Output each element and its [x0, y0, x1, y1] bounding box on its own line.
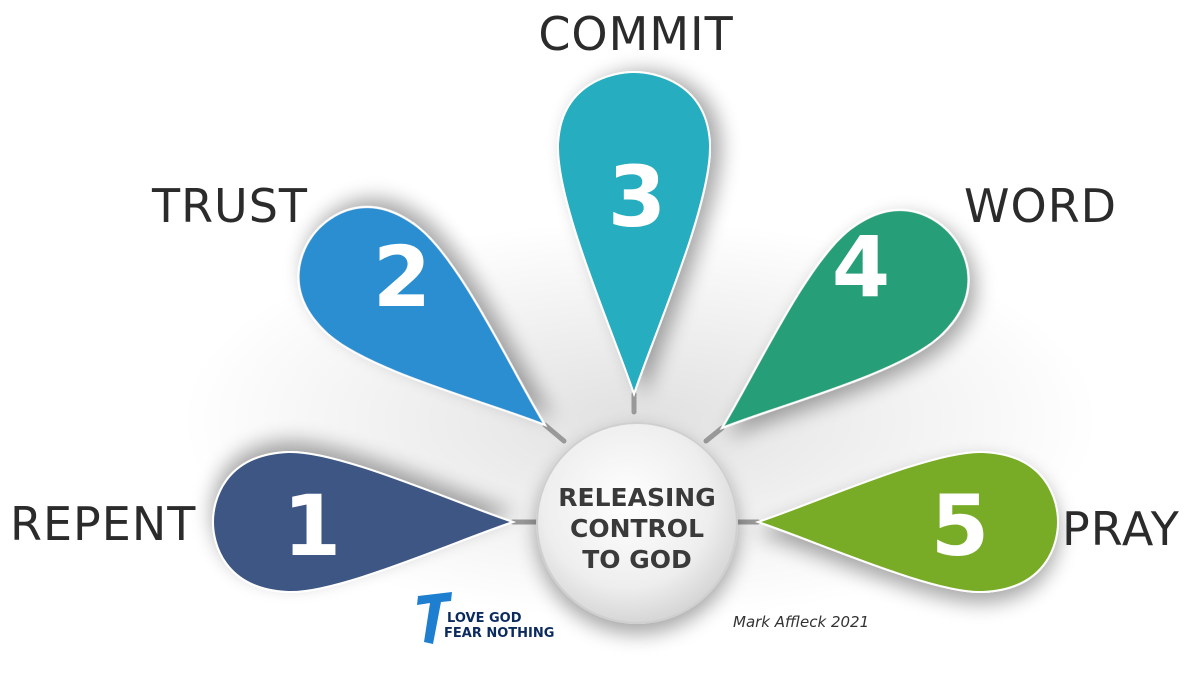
step-3-number: 3: [608, 148, 666, 246]
step-1-number: 1: [283, 477, 341, 575]
logo-line-2: FEAR NOTHING: [444, 626, 554, 641]
petal-5: [754, 450, 1060, 594]
center-line-3: TO GOD: [582, 545, 692, 574]
author-credit: Mark Affleck 2021: [733, 613, 869, 631]
step-3-label: COMMIT: [538, 7, 733, 61]
cross-icon: [417, 592, 452, 644]
center-line-2: CONTROL: [570, 514, 704, 543]
step-1-label: REPENT: [10, 497, 196, 551]
petal-3-shape: [556, 70, 712, 398]
step-4-label: WORD: [964, 179, 1117, 233]
petal-1-shape: [211, 450, 517, 594]
step-4-number: 4: [832, 218, 890, 316]
step-5-number: 5: [931, 477, 989, 575]
love-god-logo: LOVE GOD FEAR NOTHING: [417, 592, 554, 644]
step-2-number: 2: [373, 228, 431, 326]
step-2-label: TRUST: [151, 179, 308, 233]
step-5-label: PRAY: [1062, 502, 1180, 556]
connector-4: [703, 425, 725, 444]
center-line-1: RELEASING: [558, 483, 715, 512]
petal-5-shape: [754, 450, 1060, 594]
center-disc: [536, 422, 738, 624]
logo-line-1: LOVE GOD: [447, 611, 522, 626]
petal-1: [211, 450, 517, 594]
connector-2: [542, 422, 567, 444]
petal-2-shape: [297, 206, 548, 428]
petal-3: [556, 70, 712, 398]
petal-4: [719, 209, 970, 431]
petal-2: [297, 206, 548, 428]
connectors: [510, 391, 761, 525]
petal-4-shape: [719, 209, 970, 431]
